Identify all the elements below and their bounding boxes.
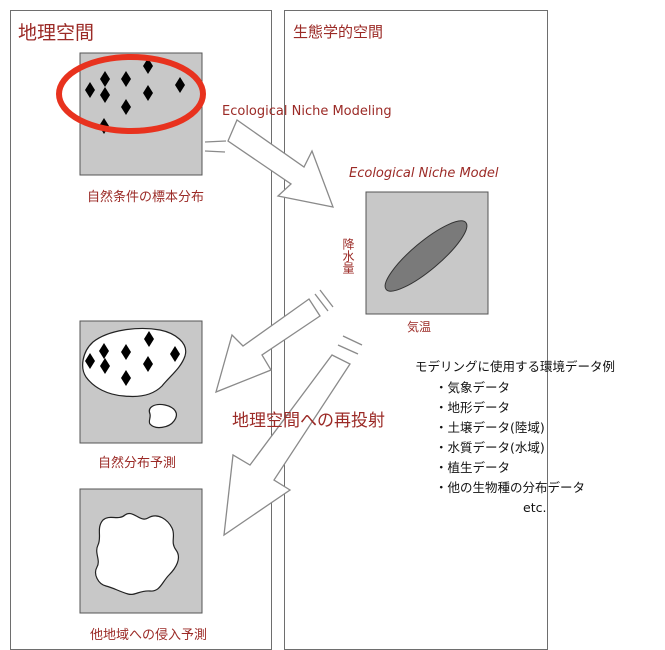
sample-point — [170, 346, 180, 362]
sample-point — [85, 82, 95, 98]
invasion-caption: 他地域への侵入予測 — [90, 628, 208, 643]
env-data-heading: モデリングに使用する環境データ例 — [415, 359, 616, 374]
sample-point — [100, 71, 110, 87]
sample-point — [144, 331, 154, 347]
sample-point — [121, 71, 131, 87]
niche-ellipse — [384, 220, 468, 292]
predicted-area-small — [148, 403, 177, 429]
env-data-item: ・植生データ — [435, 460, 511, 475]
niche-model-label: Ecological Niche Model — [349, 166, 499, 181]
invasion-area — [94, 513, 180, 596]
env-data-list: モデリングに使用する環境データ例 ・気象データ ・地形データ ・土壌データ(陸域… — [415, 356, 615, 518]
sample-point — [143, 58, 153, 74]
sample-point — [99, 343, 109, 359]
sample-point — [121, 344, 131, 360]
reprojection-arrow-upper — [215, 289, 334, 394]
natural-distribution-caption: 自然分布予測 — [98, 456, 177, 471]
precipitation-axis-label: 降水量 — [341, 238, 355, 274]
reprojection-label: 地理空間への再投射 — [232, 411, 385, 431]
sample-point — [121, 370, 131, 386]
ecological-space-panel — [284, 10, 548, 650]
highlight-ellipse — [56, 54, 206, 134]
modeling-arrow — [204, 119, 335, 208]
modeling-label: Ecological Niche Modeling — [222, 104, 392, 119]
env-data-item: ・水質データ(水域) — [435, 440, 545, 455]
sample-point — [175, 77, 185, 93]
geographic-space-title: 地理空間 — [18, 22, 95, 44]
sample-point — [143, 85, 153, 101]
env-data-item: ・他の生物種の分布データ — [435, 480, 586, 495]
sample-map-caption: 自然条件の標本分布 — [87, 190, 205, 205]
sample-point — [100, 87, 110, 103]
predicted-points — [85, 331, 180, 386]
env-data-item: ・土壌データ(陸域) — [435, 420, 545, 435]
sample-point — [100, 358, 110, 374]
ecological-space-title: 生態学的空間 — [293, 23, 384, 41]
sample-point — [85, 353, 95, 369]
env-data-etc: etc. — [523, 500, 547, 515]
sample-points — [85, 58, 185, 134]
sample-map — [79, 52, 203, 176]
temperature-axis-label: 気温 — [407, 320, 432, 334]
predicted-area-main — [82, 327, 187, 398]
env-data-item: ・地形データ — [435, 400, 511, 415]
sample-point — [143, 356, 153, 372]
env-data-item: ・気象データ — [435, 380, 511, 395]
reprojection-arrow-lower — [223, 335, 363, 537]
sample-point — [121, 99, 131, 115]
